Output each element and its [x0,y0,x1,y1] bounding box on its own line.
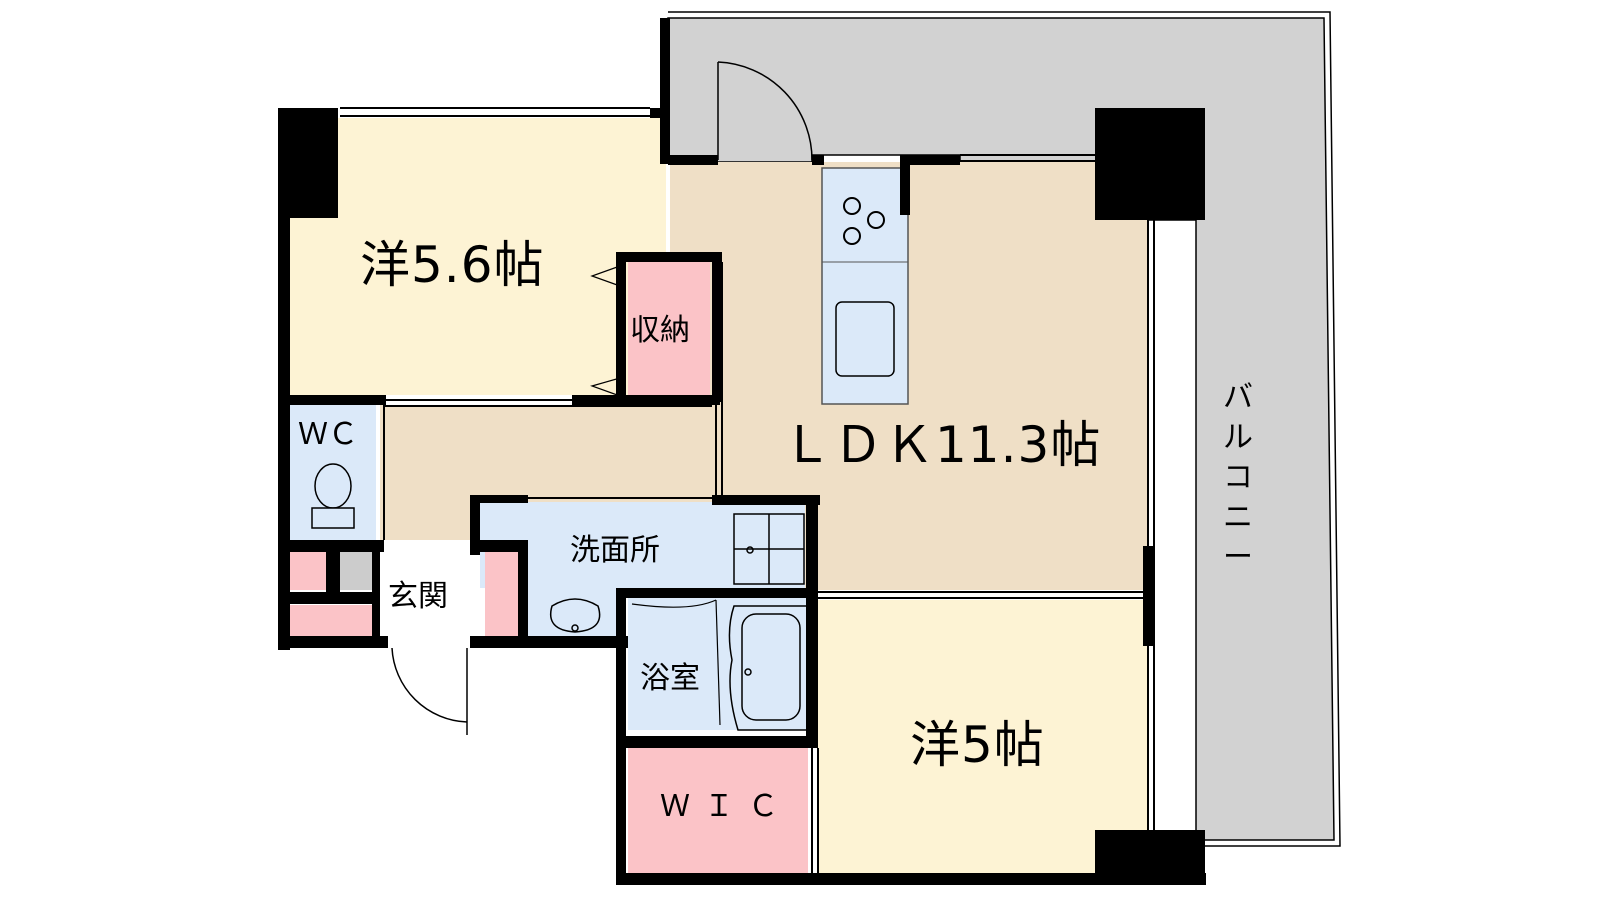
western-room-2-fill [818,600,1148,873]
toilet-fixture [311,463,355,529]
washing-machine-space [733,513,805,585]
western-room-1-label: 洋5.6帖 [360,236,545,294]
bathroom-door [631,599,721,726]
washroom-label: 洗面所 [570,533,660,568]
western-room-1-fill [290,118,666,395]
wic-fill [628,748,808,873]
kitchen-counter [821,167,909,405]
entrance-label: 玄関 [388,579,448,614]
storage-label: 収納 [630,313,690,348]
bathtub [728,605,809,731]
western-room-2-label: 洋5帖 [910,716,1045,774]
balcony-door [717,61,813,161]
closet-doors [590,265,621,397]
bathroom-label: 浴室 [640,661,700,696]
entrance-fill [380,550,480,636]
wash-basin [550,598,601,633]
entrance-door [391,647,468,735]
wc-label: ＷＣ [298,417,358,452]
entrance-shelf [340,552,374,590]
entrance-closet-bottom [290,605,372,637]
balcony-label: バルコニー [1223,380,1253,575]
structural-walls [278,18,1206,885]
storage-fill [628,262,710,398]
ldk-label: ＬＤＫ11.3帖 [782,416,1102,474]
wic-label: ＷＩＣ [660,789,792,824]
entrance-closet-left [290,552,326,590]
entrance-closet-right [485,552,521,636]
